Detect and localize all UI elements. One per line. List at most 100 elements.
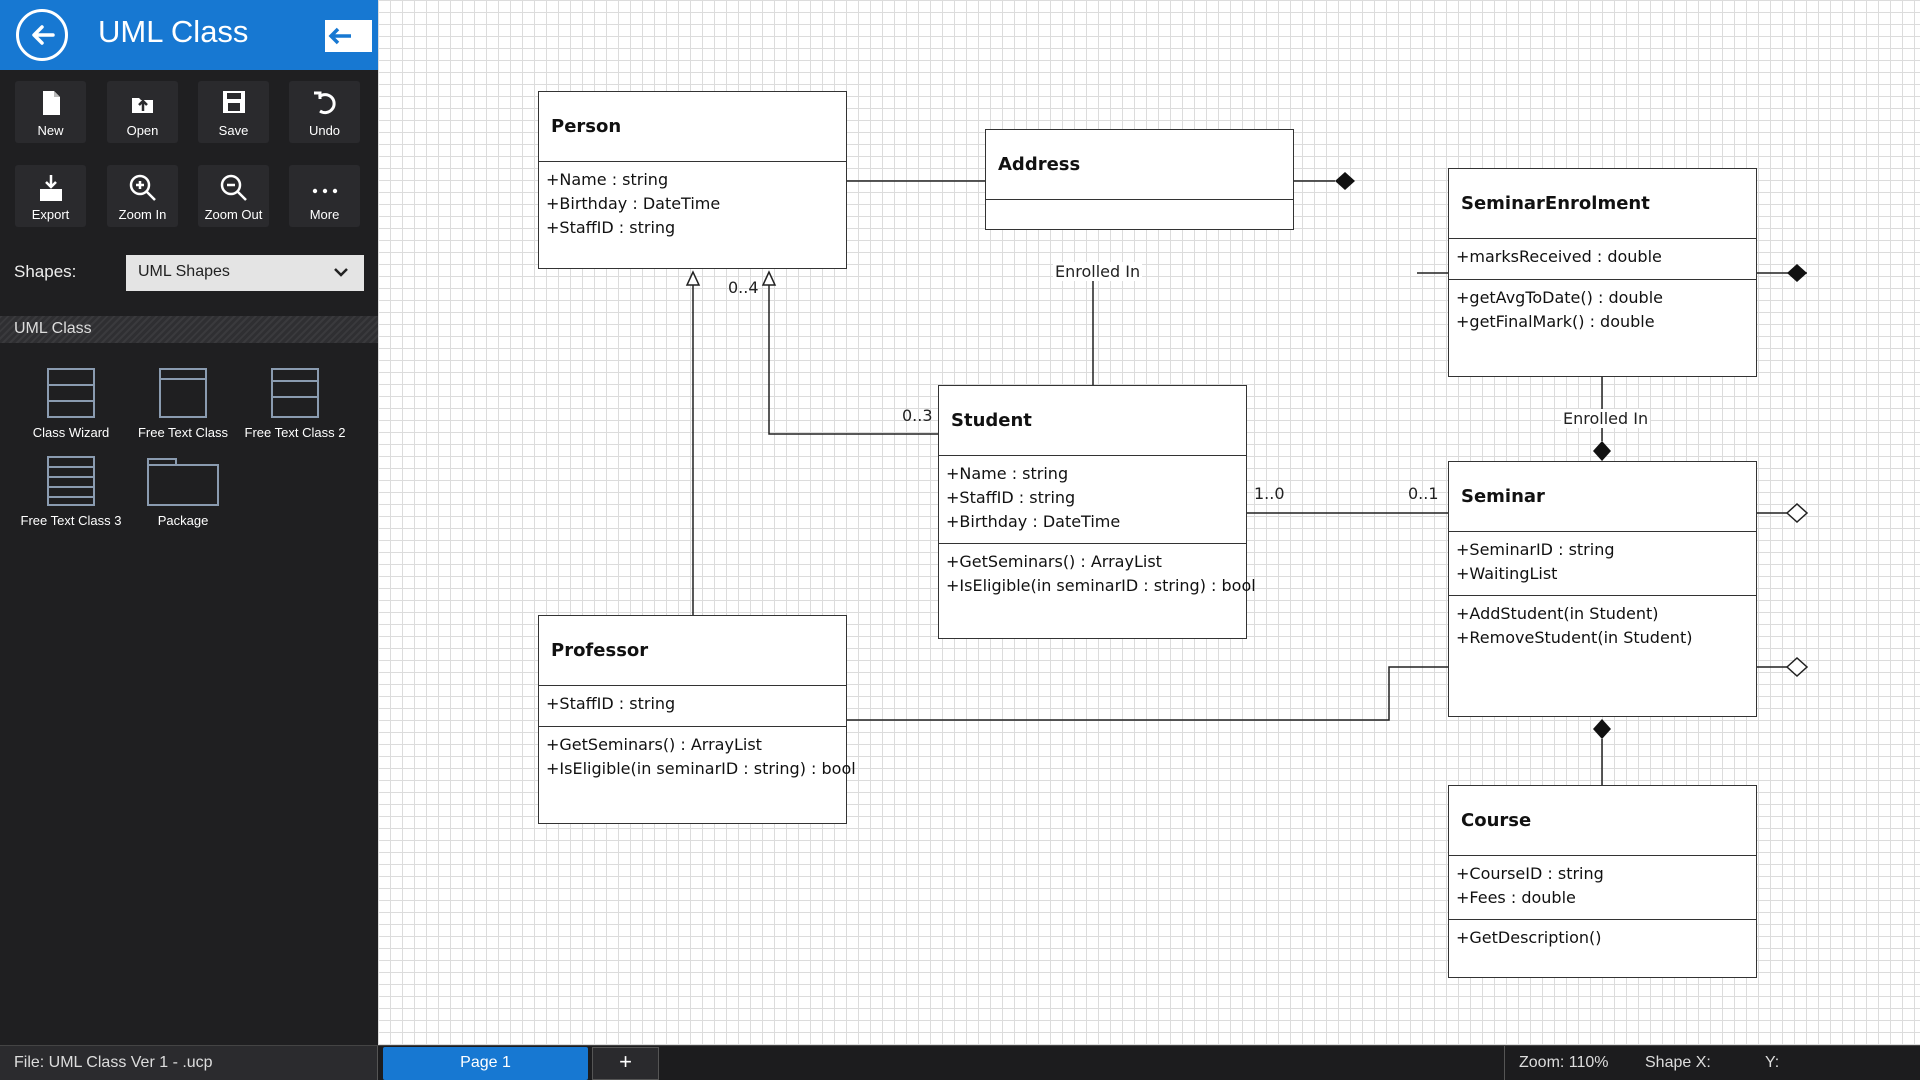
class-shape-icon	[47, 368, 95, 418]
attribute: +CourseID : string	[1456, 864, 1604, 883]
class-name: SeminarEnrolment	[1449, 169, 1756, 239]
package-icon	[147, 458, 219, 506]
shapes-dropdown[interactable]: UML Shapes	[126, 255, 364, 291]
attributes-section: +CourseID : string +Fees : double	[1449, 856, 1756, 920]
chevron-down-icon	[334, 268, 348, 277]
new-file-icon	[42, 91, 60, 115]
class-name: Seminar	[1449, 462, 1756, 532]
shape-x: Shape X:	[1645, 1054, 1711, 1071]
method: +GetSeminars() : ArrayList	[946, 552, 1162, 571]
composition-diamond	[1593, 719, 1611, 739]
palette-item-class-wizard[interactable]: Class Wizard	[16, 367, 126, 447]
attribute: +StaffID : string	[946, 488, 1076, 507]
free-text-class-icon	[159, 368, 207, 418]
association-label: Enrolled In	[1053, 262, 1143, 281]
export-icon	[39, 175, 62, 201]
multiplicity-label: 0..1	[1408, 484, 1439, 503]
shapes-dropdown-value: UML Shapes	[138, 263, 230, 280]
method: +RemoveStudent(in Student)	[1456, 628, 1693, 647]
more-icon	[312, 188, 337, 194]
zoom-in-icon	[129, 174, 156, 201]
attributes-section: +Name : string +StaffID : string +Birthd…	[939, 456, 1246, 544]
palette-item-free-text-class-2[interactable]: Free Text Class 2	[240, 367, 350, 447]
export-button[interactable]: Export	[15, 165, 86, 227]
student-person-connector	[768, 283, 939, 435]
class-professor[interactable]: Professor +StaffID : string +GetSeminars…	[538, 615, 856, 824]
generalization-arrow	[761, 270, 777, 286]
undo-button[interactable]: Undo	[289, 81, 360, 143]
class-student[interactable]: Student +Name : string +StaffID : string…	[938, 385, 1256, 639]
attribute: +StaffID : string	[546, 694, 676, 713]
composition-diamond	[1335, 172, 1355, 190]
aggregation-diamond	[1785, 656, 1809, 678]
more-button[interactable]: More	[289, 165, 360, 227]
attribute: +Birthday : DateTime	[546, 194, 721, 213]
attributes-section: +StaffID : string	[539, 686, 846, 727]
shapes-label: Shapes:	[14, 262, 77, 281]
composition-diamond	[1787, 264, 1807, 282]
multiplicity-label: 1..0	[1254, 484, 1285, 503]
file-info: File: UML Class Ver 1 - .ucp	[0, 1046, 378, 1080]
multiplicity-label: 0..4	[728, 278, 759, 297]
generalization-arrow	[685, 270, 701, 286]
class-name: Address	[986, 130, 1293, 200]
title-bar: UML Class	[0, 0, 378, 70]
collapse-arrow-icon	[328, 27, 351, 45]
attributes-section: +Name : string +Birthday : DateTime +Sta…	[539, 162, 846, 240]
open-button[interactable]: Open	[107, 81, 178, 143]
method: +AddStudent(in Student)	[1456, 604, 1659, 623]
free-text-class-2-icon	[271, 368, 319, 418]
class-name: Student	[939, 386, 1246, 456]
zoom-in-button[interactable]: Zoom In	[107, 165, 178, 227]
zoom-level: Zoom: 110%	[1519, 1054, 1609, 1071]
zoom-out-icon	[220, 174, 247, 201]
diagram-canvas[interactable]: Person +Name : string +Birthday : DateTi…	[378, 0, 1920, 1045]
methods-section: +getAvgToDate() : double +getFinalMark()…	[1449, 280, 1756, 334]
attributes-section: +marksReceived : double	[1449, 239, 1756, 280]
open-icon	[131, 98, 153, 113]
class-address[interactable]: Address	[985, 129, 1294, 230]
app-title: UML Class	[98, 14, 249, 49]
attribute: +StaffID : string	[546, 218, 676, 237]
method: +GetSeminars() : ArrayList	[546, 735, 762, 754]
multiplicity-label: 0..3	[902, 406, 933, 425]
class-name: Person	[539, 92, 846, 162]
tab-page-1[interactable]: Page 1	[383, 1047, 588, 1080]
class-person[interactable]: Person +Name : string +Birthday : DateTi…	[538, 91, 847, 269]
class-course[interactable]: Course +CourseID : string +Fees : double…	[1448, 785, 1757, 978]
collapse-panel-button[interactable]	[325, 20, 375, 52]
attribute: +Fees : double	[1456, 888, 1576, 907]
back-button[interactable]	[16, 9, 68, 61]
attribute: +Name : string	[546, 170, 669, 189]
save-button[interactable]: Save	[198, 81, 269, 143]
methods-section: +GetDescription()	[1449, 920, 1756, 950]
palette-item-package[interactable]: Package	[128, 455, 238, 535]
zoom-info: Zoom: 110% Shape X: Y:	[1504, 1046, 1920, 1080]
method: +GetDescription()	[1456, 928, 1602, 947]
palette-item-free-text-class[interactable]: Free Text Class	[128, 367, 238, 447]
zoom-out-button[interactable]: Zoom Out	[198, 165, 269, 227]
methods-section: +GetSeminars() : ArrayList +IsEligible(i…	[939, 544, 1256, 598]
attributes-section: +SeminarID : string +WaitingList	[1449, 532, 1756, 596]
methods-section: +GetSeminars() : ArrayList +IsEligible(i…	[539, 727, 856, 781]
class-name: Professor	[539, 616, 846, 686]
palette-header-label: UML Class	[14, 320, 92, 337]
class-seminar[interactable]: Seminar +SeminarID : string +WaitingList…	[1448, 461, 1757, 717]
method: +IsEligible(in seminarID : string) : boo…	[546, 759, 856, 778]
back-arrow-icon	[32, 25, 55, 45]
sidebar: UML Class New Open Save Undo Export Zoom…	[0, 0, 378, 1045]
attribute: +WaitingList	[1456, 564, 1558, 583]
palette-header[interactable]: UML Class	[0, 316, 378, 343]
methods-section: +AddStudent(in Student) +RemoveStudent(i…	[1449, 596, 1756, 650]
aggregation-diamond	[1785, 502, 1809, 524]
new-button[interactable]: New	[15, 81, 86, 143]
attribute: +SeminarID : string	[1456, 540, 1615, 559]
class-seminar-enrolment[interactable]: SeminarEnrolment +marksReceived : double…	[1448, 168, 1757, 377]
undo-icon	[313, 91, 336, 115]
add-page-button[interactable]: +	[592, 1047, 659, 1080]
attribute: +Birthday : DateTime	[946, 512, 1121, 531]
status-bar: File: UML Class Ver 1 - .ucp Page 1 + Zo…	[0, 1045, 1920, 1080]
method: +IsEligible(in seminarID : string) : boo…	[946, 576, 1256, 595]
palette-item-free-text-class-3[interactable]: Free Text Class 3	[16, 455, 126, 535]
free-text-class-3-icon	[47, 456, 95, 506]
